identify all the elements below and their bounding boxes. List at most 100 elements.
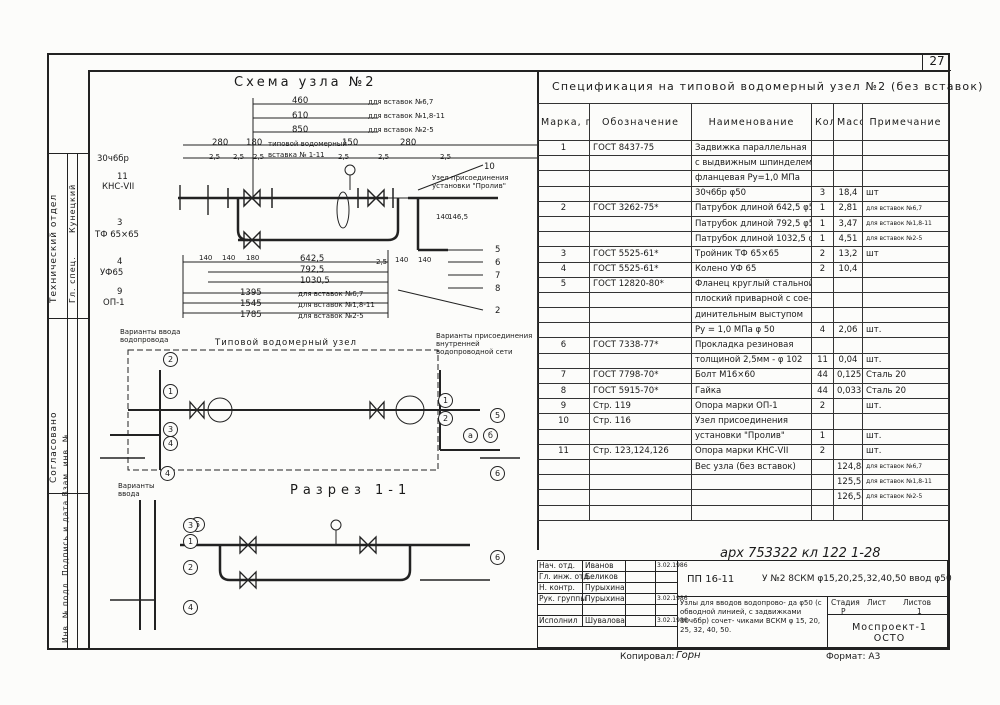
spec-cell xyxy=(811,291,834,309)
spec-cell xyxy=(862,139,949,157)
spec-cell: ГОСТ 5915-70* xyxy=(589,382,692,400)
spec-cell: ГОСТ 5525-61* xyxy=(589,246,692,263)
tb-code-right: У №2 8СКМ φ15,20,25,32,40,50 ввод φ50 xyxy=(762,574,952,584)
tb-role-cell: Нач. отд. xyxy=(539,561,575,570)
scheme-drawing xyxy=(178,98,538,318)
bottom-dim-7: 2,5 xyxy=(376,258,388,266)
spec-cell: 11 xyxy=(811,352,834,369)
spec-header-mass: Масса ед., кг xyxy=(833,103,863,141)
right-num-5: 5 xyxy=(495,245,501,255)
bottom-dim-5: 792,5 xyxy=(300,265,325,275)
spec-cell: 2,06 xyxy=(833,322,863,339)
spec-cell xyxy=(589,322,692,339)
small-dim-4: 2,5 xyxy=(338,153,350,161)
spec-cell xyxy=(811,307,834,324)
vstavka-label: вставка № 1-11 xyxy=(268,151,325,159)
label-4: 4 xyxy=(117,257,123,267)
spec-row: с выдвижным шпинделем xyxy=(537,155,949,172)
section-title: Разрез 1-1 xyxy=(290,483,412,498)
small-dim-1: 2,5 xyxy=(209,153,221,161)
section-label-left: Варианты ввода xyxy=(118,482,155,498)
spec-cell: 3 xyxy=(537,246,590,263)
tb-name-cell: Беликов xyxy=(585,572,618,581)
spec-cell: 2 xyxy=(811,261,834,278)
dim-top-label-2: для вставок №1,8-11 xyxy=(368,112,445,120)
spec-cell: ГОСТ 8437-75 xyxy=(589,139,692,157)
spec-cell: установки "Пролив" xyxy=(691,428,812,445)
spec-cell: 7 xyxy=(537,367,590,385)
tb-date-cell: 3.02.1986 xyxy=(657,562,688,569)
bottom-dim-9: 140 xyxy=(418,256,432,264)
total-dim-2: 1545 xyxy=(240,299,262,309)
spec-cell: шт. xyxy=(862,352,949,369)
label-11: 11 xyxy=(117,172,128,182)
spec-row xyxy=(537,504,949,521)
circled-marker: 3 xyxy=(183,518,198,533)
bottom-dim-4: 642,5 xyxy=(300,254,325,264)
spec-cell xyxy=(862,413,949,430)
plan-view-drawing xyxy=(100,349,520,471)
approved-label: Согласовано xyxy=(49,411,59,483)
total-label-2: для вставок №1,8-11 xyxy=(298,301,375,309)
spec-cell xyxy=(589,291,692,309)
circled-marker: 5 xyxy=(490,408,505,423)
spec-cell: 2 xyxy=(811,398,834,415)
spec-cell: 124,840 xyxy=(833,458,863,476)
spec-cell: для вставок №1,8-11 xyxy=(862,474,949,491)
spec-cell: фланцевая Ру=1,0 МПа xyxy=(691,170,812,187)
spec-cell xyxy=(862,337,949,354)
label-uf65: УФ65 xyxy=(100,268,124,278)
spec-header-name: Наименование xyxy=(691,103,812,141)
spec-cell: Фланец круглый стальной xyxy=(691,276,812,293)
spec-cell: 30ч6бр φ50 xyxy=(691,185,812,202)
tb-date-cell: 3.02.1986 xyxy=(657,617,688,624)
spec-cell: 1 xyxy=(811,428,834,445)
right-num-2: 2 xyxy=(495,306,501,316)
spec-cell: 10 xyxy=(537,413,590,430)
circled-marker: 6 xyxy=(490,466,505,481)
spec-cell xyxy=(811,504,834,521)
spec-cell: 18,4 xyxy=(833,185,863,202)
tb-date-cell: 3.02.1986 xyxy=(657,595,688,602)
spec-cell xyxy=(833,291,863,309)
circled-marker: б xyxy=(483,428,498,443)
spec-cell xyxy=(589,185,692,202)
spec-cell xyxy=(589,170,692,187)
label-op1: ОП-1 xyxy=(103,298,125,308)
spec-cell: Опора марки ОП-1 xyxy=(691,398,812,415)
tb-stage-value: Р xyxy=(841,607,846,616)
circled-marker: 2 xyxy=(183,560,198,575)
spec-cell xyxy=(833,413,863,430)
spec-cell: 126,540 xyxy=(833,489,863,506)
spec-cell: 10,4 xyxy=(833,261,863,278)
spec-cell: 2 xyxy=(537,200,590,217)
scheme-title: Схема узла №2 xyxy=(234,75,377,90)
spec-cell xyxy=(811,276,834,293)
outer-frame xyxy=(47,53,950,650)
spec-cell xyxy=(589,428,692,445)
tb-org: Моспроект-1 ОСТО xyxy=(852,622,927,644)
copied-signature: Горн xyxy=(676,650,701,661)
small-dim-2: 2,5 xyxy=(233,153,245,161)
dept-label: Технический отдел xyxy=(49,193,59,303)
spec-cell xyxy=(537,307,590,324)
spec-cell xyxy=(833,307,863,324)
dim-top-3: 850 xyxy=(292,125,309,135)
spec-cell xyxy=(833,139,863,157)
spec-cell: 44 xyxy=(811,382,834,400)
circled-marker: 3 xyxy=(163,422,178,437)
spec-cell xyxy=(537,155,590,172)
spec-cell xyxy=(862,291,949,309)
spec-header-designation: Обозначение xyxy=(589,103,692,141)
